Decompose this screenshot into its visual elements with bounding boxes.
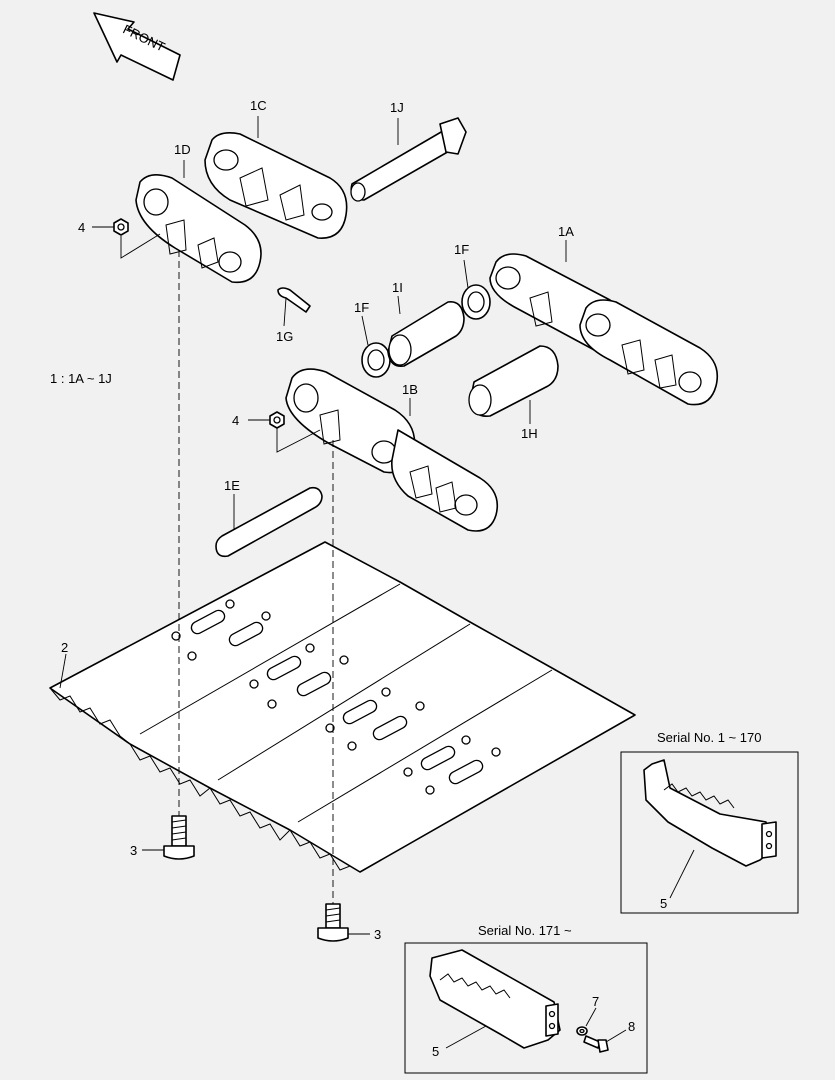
callout-1E: 1E — [224, 478, 240, 493]
inset-serial-1-170: Serial No. 1 ~ 170 5 — [620, 730, 799, 914]
callout-1F-upper: 1F — [454, 242, 469, 257]
callout-4-upper: 4 — [78, 220, 85, 235]
callout-1H: 1H — [521, 426, 538, 441]
step-bracket-new — [429, 949, 561, 1049]
assembly-note: 1 : 1A ~ 1J — [50, 371, 112, 386]
inset-new-part-label: 5 — [432, 1044, 439, 1059]
inset-new-title: Serial No. 171 ~ — [478, 923, 572, 938]
callout-1I: 1I — [392, 280, 403, 295]
inset-old-part-label: 5 — [660, 896, 667, 911]
link-1C — [204, 132, 348, 239]
inset-new-washer-label: 7 — [592, 994, 599, 1009]
inset-serial-171: Serial No. 171 ~ 5 7 8 — [404, 923, 648, 1074]
callout-1D: 1D — [174, 142, 191, 157]
bushing-1I — [387, 301, 465, 368]
bushing-1H — [468, 345, 559, 418]
pin-1E — [215, 486, 323, 558]
seal-1F-lower — [361, 342, 391, 378]
bolt-3-left — [163, 815, 195, 860]
bolt-8 — [583, 1035, 609, 1053]
callout-1G: 1G — [276, 329, 293, 344]
front-arrow: FRONT — [93, 12, 181, 81]
callout-1J: 1J — [390, 100, 404, 115]
inset-old-title: Serial No. 1 ~ 170 — [657, 730, 761, 745]
cotter-pin-1G — [277, 287, 311, 313]
inset-new-bolt-label: 8 — [628, 1019, 635, 1034]
pin-1J — [350, 117, 467, 202]
callout-1F-lower: 1F — [354, 300, 369, 315]
link-1D — [135, 174, 262, 284]
leader-lines — [59, 116, 567, 935]
link-1A — [489, 253, 719, 406]
seal-1F-upper — [461, 284, 491, 320]
nut-4-upper — [113, 218, 129, 236]
step-bracket-old — [643, 759, 777, 867]
callout-2: 2 — [61, 640, 68, 655]
shoe-plate-2 — [49, 541, 636, 873]
callout-3-left: 3 — [130, 843, 137, 858]
callout-3-right: 3 — [374, 927, 381, 942]
bolt-3-right — [317, 903, 349, 942]
callout-4-lower: 4 — [232, 413, 239, 428]
link-1B — [285, 368, 499, 532]
nut-4-lower — [269, 411, 285, 429]
washer-7 — [576, 1026, 588, 1036]
callout-1A: 1A — [558, 224, 574, 239]
callout-1C: 1C — [250, 98, 267, 113]
callout-1B: 1B — [402, 382, 418, 397]
